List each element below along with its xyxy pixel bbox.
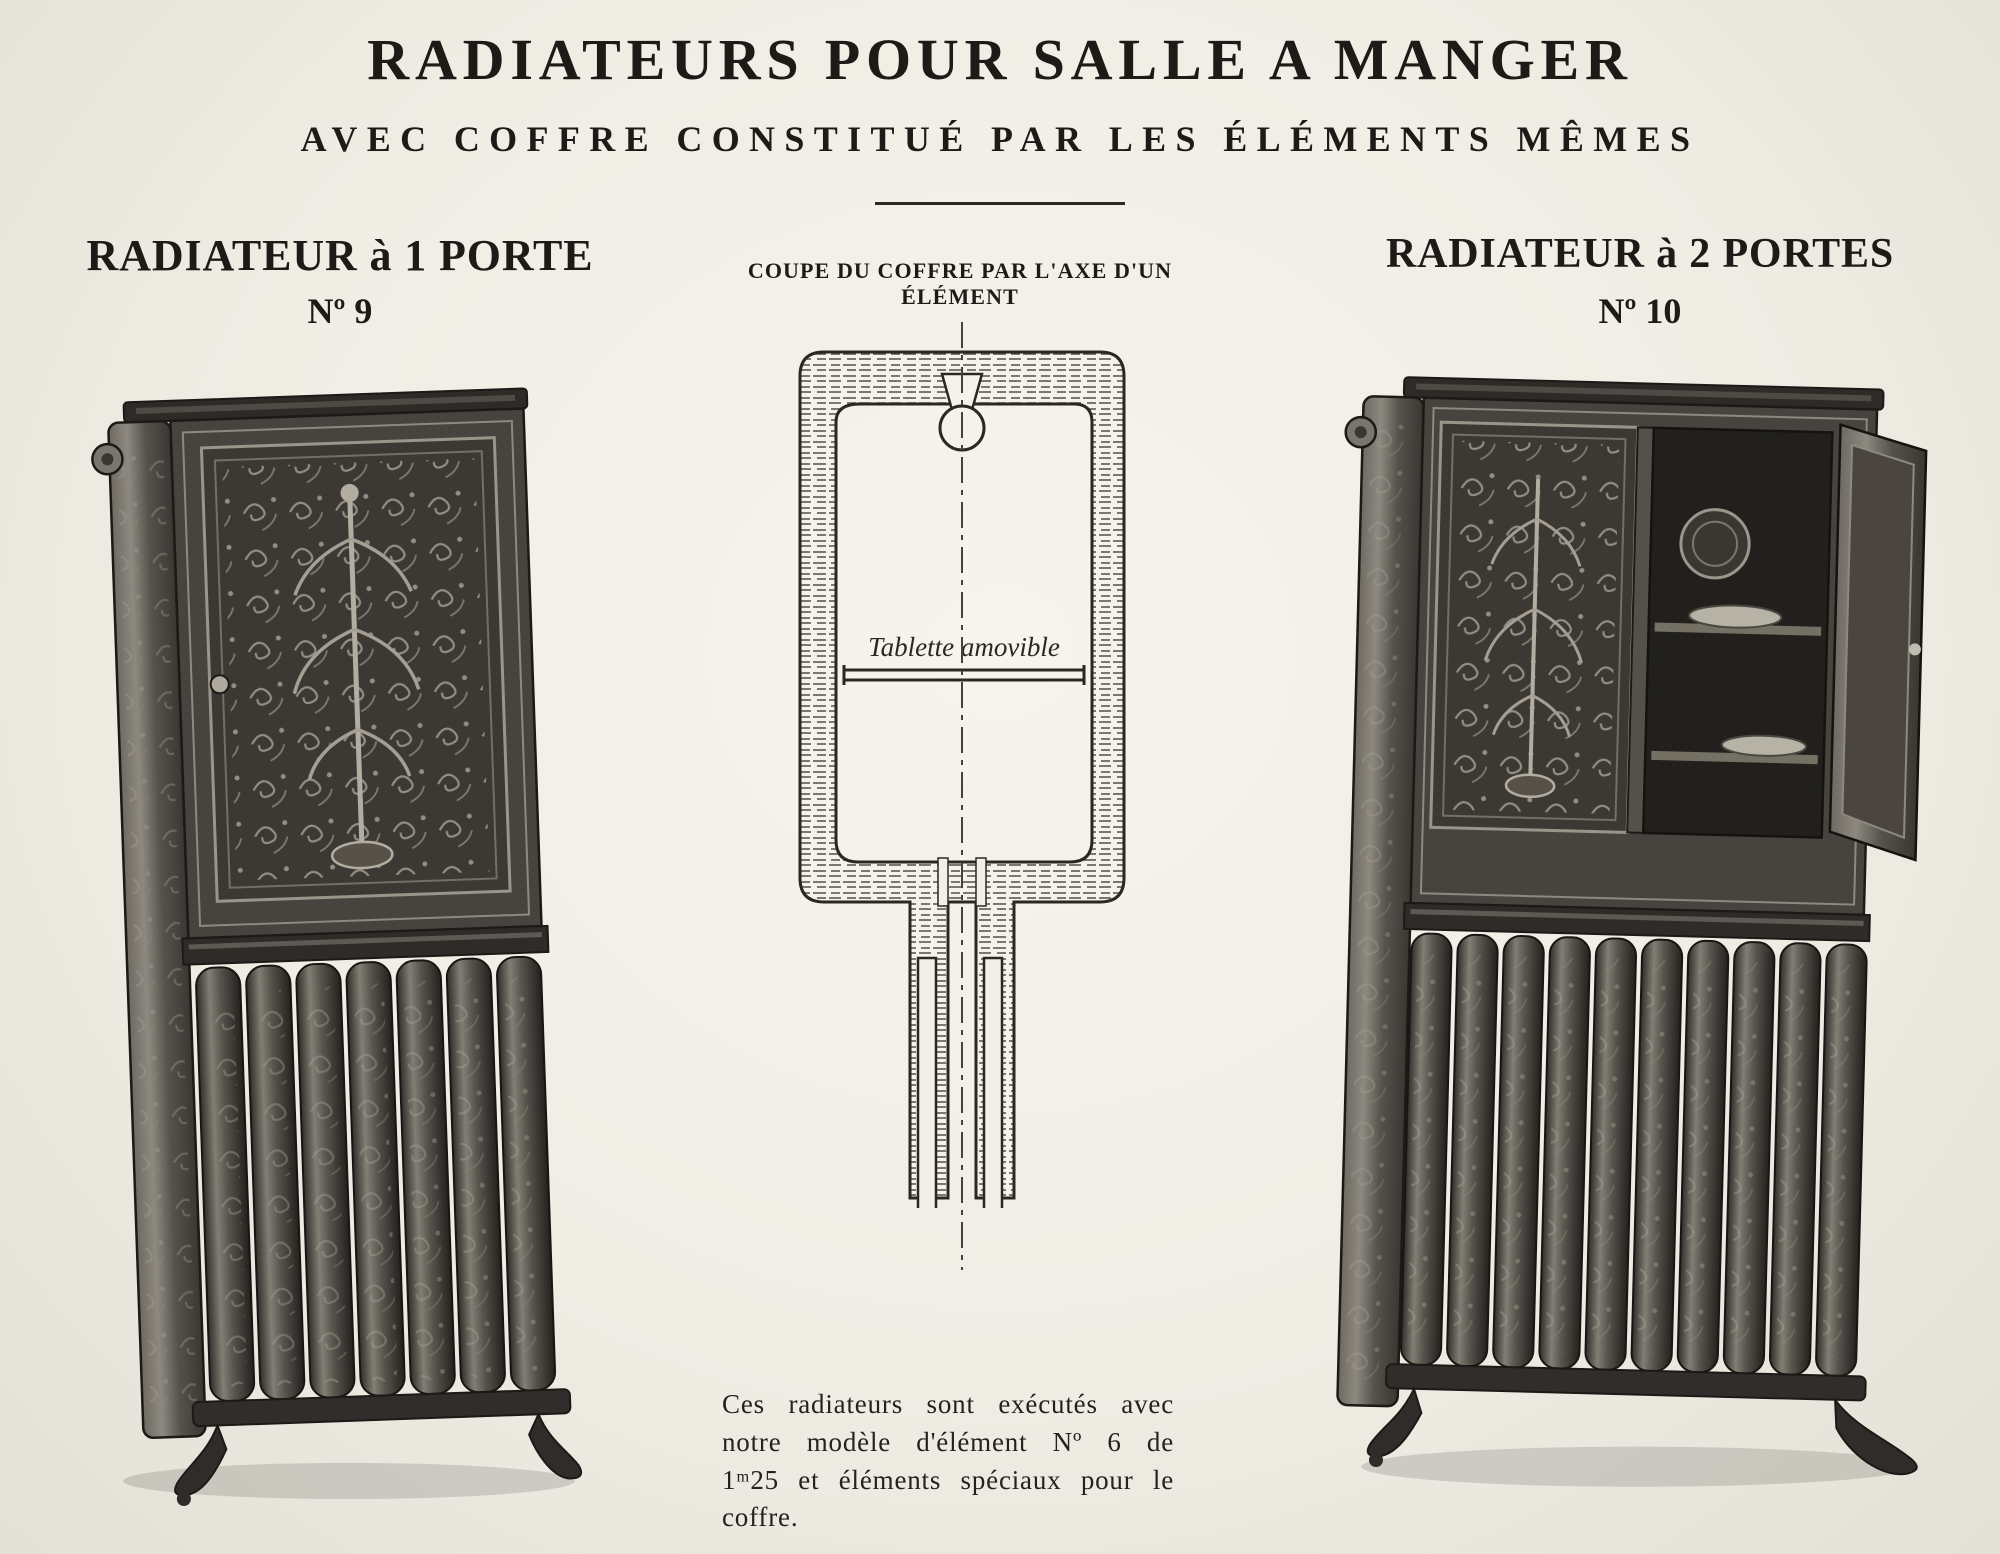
leaning-plate [1679, 508, 1751, 580]
left-foot [1366, 1385, 1423, 1458]
removable-shelf [842, 665, 1086, 685]
door-latch [1908, 643, 1921, 656]
bottom-channel-right [975, 857, 987, 907]
floor-shadow [123, 1462, 575, 1500]
door-knob [209, 674, 230, 695]
right-model-number: Nº 10 [1598, 291, 1682, 331]
radiator-body [1336, 376, 1928, 1476]
end-element-ornament [1345, 410, 1416, 1392]
base-molding [191, 1388, 572, 1428]
cabinet-door [199, 436, 512, 903]
page-subtitle: AVEC COFFRE CONSTITUÉ PAR LES ÉLÉMENTS M… [300, 119, 1700, 159]
left-figure-heading: RADIATEUR à 1 PORTE [86, 231, 594, 280]
end-element-ornament [116, 435, 198, 1424]
radiator-one-door-illustration [91, 387, 583, 1506]
right-figure-heading: RADIATEUR à 2 PORTES [1385, 231, 1895, 277]
left-leg-slot [916, 956, 938, 1208]
left-model-number: Nº 9 [307, 291, 373, 331]
pipe-plug-hub [1354, 426, 1367, 439]
title-divider [875, 202, 1125, 205]
right-foot [1833, 1396, 1918, 1476]
molding-highlight [188, 932, 542, 950]
upper-shelf [1654, 622, 1822, 636]
cross-section-drawing: Tablette amovible [798, 322, 1126, 1270]
foot-scroll [176, 1491, 191, 1506]
page-title: RADIATEURS POUR SALLE A MANGER [367, 27, 1633, 92]
floor-shadow [1361, 1446, 1913, 1487]
right-leg-slot [982, 956, 1004, 1208]
molding-highlight [1410, 909, 1864, 926]
open-right-door [1828, 422, 1928, 862]
figure-caption: Ces radiateurs sont exécutés avec notre … [722, 1389, 1174, 1533]
radiator-body [91, 387, 583, 1506]
heating-tubes [1399, 932, 1868, 1377]
shelf-label: Tablette amovible [868, 632, 1060, 662]
foot-scroll [1368, 1452, 1383, 1468]
heating-tubes [195, 955, 557, 1402]
pipe-plug-hub [101, 453, 114, 466]
cornice-highlight [135, 394, 516, 415]
plate-on-upper-shelf [1688, 604, 1783, 629]
cabinet-frame [181, 419, 531, 928]
left-foot [174, 1422, 228, 1497]
radiator-two-doors-photo [1306, 330, 1968, 1506]
cornice-highlight [1416, 383, 1872, 402]
plate-on-lower-shelf [1720, 734, 1808, 757]
bottom-channel-left [937, 857, 949, 907]
cross-section-figure: Tablette amovible [752, 316, 1172, 1280]
base-molding [1385, 1363, 1867, 1402]
cross-section-heading: COUPE DU COFFRE PAR L'AXE D'UN ÉLÉMENT [747, 258, 1173, 309]
right-foot [528, 1411, 583, 1480]
closed-left-door [1429, 420, 1640, 834]
radiator-one-door-photo [68, 348, 620, 1524]
radiator-two-doors-illustration [1336, 376, 1928, 1487]
open-compartment [1641, 426, 1834, 839]
